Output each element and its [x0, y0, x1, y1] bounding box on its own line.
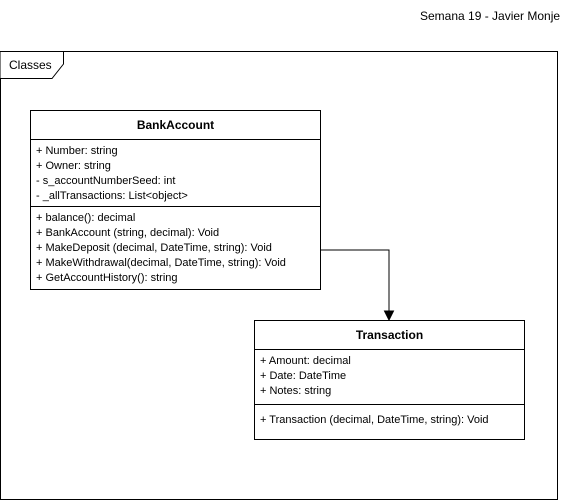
class-name: BankAccount	[31, 111, 320, 140]
attribute: + Date: DateTime	[260, 370, 347, 382]
frame-label: Classes	[9, 58, 52, 72]
attribute: + Number: string	[36, 145, 118, 157]
operation: + GetAccountHistory(): string	[36, 272, 178, 284]
attributes-section: + Amount: decimal + Date: DateTime + Not…	[255, 350, 524, 405]
operation: + MakeDeposit (decimal, DateTime, string…	[36, 242, 272, 254]
operation: + balance(): decimal	[36, 212, 136, 224]
classes-frame	[0, 51, 558, 500]
operations-section: + Transaction (decimal, DateTime, string…	[255, 405, 524, 432]
attributes-section: + Number: string + Owner: string - s_acc…	[31, 140, 320, 207]
bank-account-class[interactable]: BankAccount + Number: string + Owner: st…	[30, 110, 321, 290]
operation: + BankAccount (string, decimal): Void	[36, 227, 220, 239]
author-label: Semana 19 - Javier Monje	[420, 9, 561, 23]
attribute: - _allTransactions: List<object>	[36, 190, 188, 202]
class-name: Transaction	[255, 321, 524, 350]
operations-section: + balance(): decimal + BankAccount (stri…	[31, 207, 320, 290]
operation: + MakeWithdrawal(decimal, DateTime, stri…	[36, 257, 286, 269]
attribute: + Notes: string	[260, 385, 332, 397]
operation: + Transaction (decimal, DateTime, string…	[260, 414, 489, 426]
frame-tab	[0, 51, 64, 79]
attribute: + Amount: decimal	[260, 355, 351, 367]
transaction-class[interactable]: Transaction + Amount: decimal + Date: Da…	[254, 320, 525, 440]
attribute: + Owner: string	[36, 160, 111, 172]
attribute: - s_accountNumberSeed: int	[36, 175, 176, 187]
